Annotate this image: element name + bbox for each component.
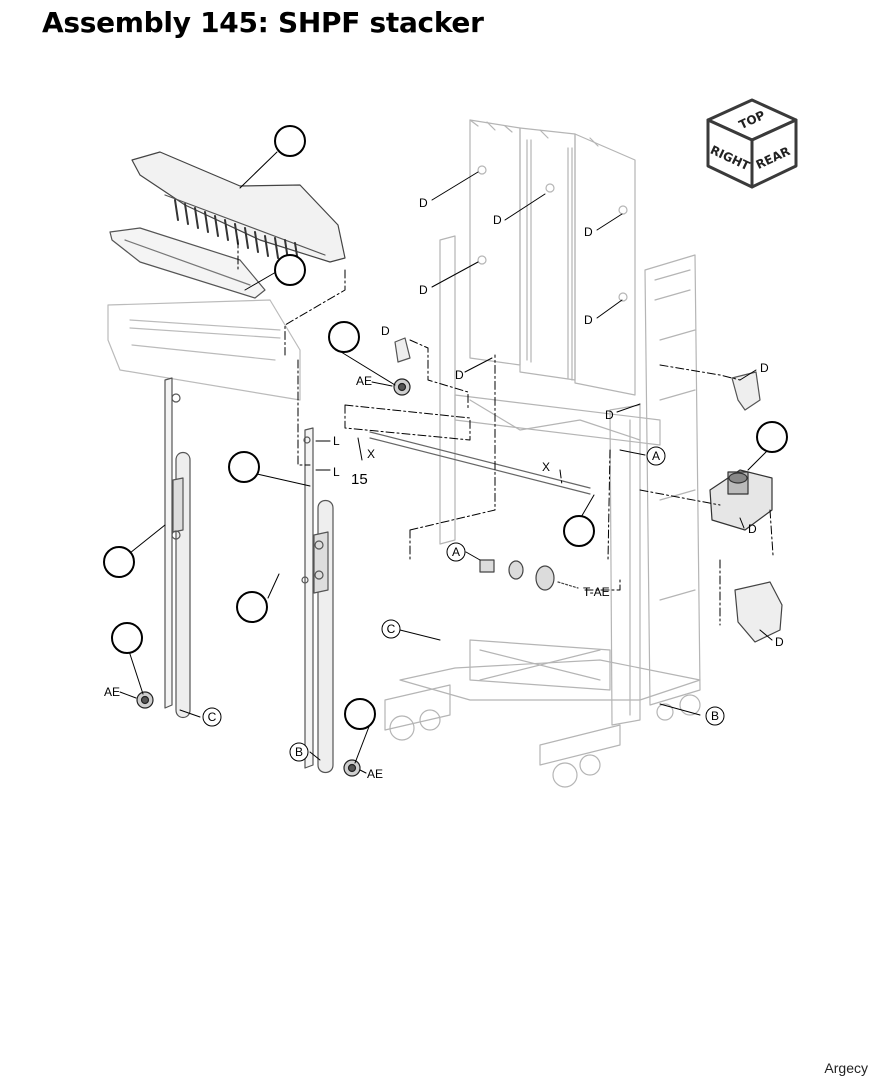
cover-plate xyxy=(107,299,301,401)
svg-text:A: A xyxy=(652,449,660,463)
shaft xyxy=(369,431,591,495)
callout-1: 1 xyxy=(274,125,306,157)
svg-text:C: C xyxy=(208,710,217,724)
label-d: D xyxy=(419,283,428,297)
ref-b-right: B xyxy=(705,706,725,726)
ref-c-upper: C xyxy=(381,619,401,639)
part-2-lower-tray xyxy=(109,227,266,299)
lower-right-bracket xyxy=(734,581,783,643)
leader-lines xyxy=(119,151,773,774)
callout-5: 5 xyxy=(563,515,595,547)
label-l: L xyxy=(333,465,340,479)
label-d: D xyxy=(419,196,428,210)
callout-6: 6 xyxy=(236,591,268,623)
svg-text:B: B xyxy=(711,709,719,723)
callout-7: 7 xyxy=(103,546,135,578)
callout-3-left: 3 xyxy=(111,622,143,654)
ref-b-left: B xyxy=(289,742,309,762)
label-15: 15 xyxy=(351,471,368,488)
label-ae: AE xyxy=(104,685,120,699)
label-d: D xyxy=(748,522,757,536)
label-d: D xyxy=(584,313,593,327)
part-7-left-rail xyxy=(164,377,191,719)
callout-2: 2 xyxy=(274,254,306,286)
label-ae: AE xyxy=(356,374,372,388)
label-x: X xyxy=(542,460,550,474)
label-d: D xyxy=(760,361,769,375)
label-x: X xyxy=(367,447,375,461)
callout-8: 8 xyxy=(228,451,260,483)
gear-train xyxy=(479,559,579,591)
callout-4: 4 xyxy=(756,421,788,453)
label-d: D xyxy=(584,225,593,239)
svg-text:C: C xyxy=(387,622,396,636)
svg-text:A: A xyxy=(452,545,460,559)
label-d: D xyxy=(493,213,502,227)
label-d: D xyxy=(605,408,614,422)
label-d: D xyxy=(381,324,390,338)
gear-part-3 xyxy=(136,378,411,777)
part-1-top-tray xyxy=(131,151,346,263)
orientation-cube: TOP RIGHT REAR xyxy=(706,98,798,189)
part-8-center-rail xyxy=(301,427,334,774)
d-clips xyxy=(394,337,761,411)
ref-c-lower: C xyxy=(202,707,222,727)
label-l: L xyxy=(333,434,340,448)
label-d: D xyxy=(455,368,464,382)
text-labels: D D D D D D D D D D D AE AE AE L L X X 1… xyxy=(104,196,784,781)
callout-3-lower: 3 xyxy=(344,698,376,730)
ref-a-right: A xyxy=(646,446,666,466)
watermark: Argecy xyxy=(824,1060,868,1076)
dashed-guide-lines xyxy=(237,239,774,626)
callout-3-upper: 3 xyxy=(328,321,360,353)
page-title: Assembly 145: SHPF stacker xyxy=(42,6,484,39)
callouts: 1 2 3 3 3 4 5 6 7 8 xyxy=(103,125,788,730)
part-4-motor xyxy=(709,469,773,531)
ref-a-left: A xyxy=(446,542,466,562)
label-t-ae: T-AE xyxy=(583,585,610,599)
label-d: D xyxy=(775,635,784,649)
svg-text:B: B xyxy=(295,745,303,759)
label-ae: AE xyxy=(367,767,383,781)
reference-circles: A A C C B B xyxy=(202,446,725,762)
